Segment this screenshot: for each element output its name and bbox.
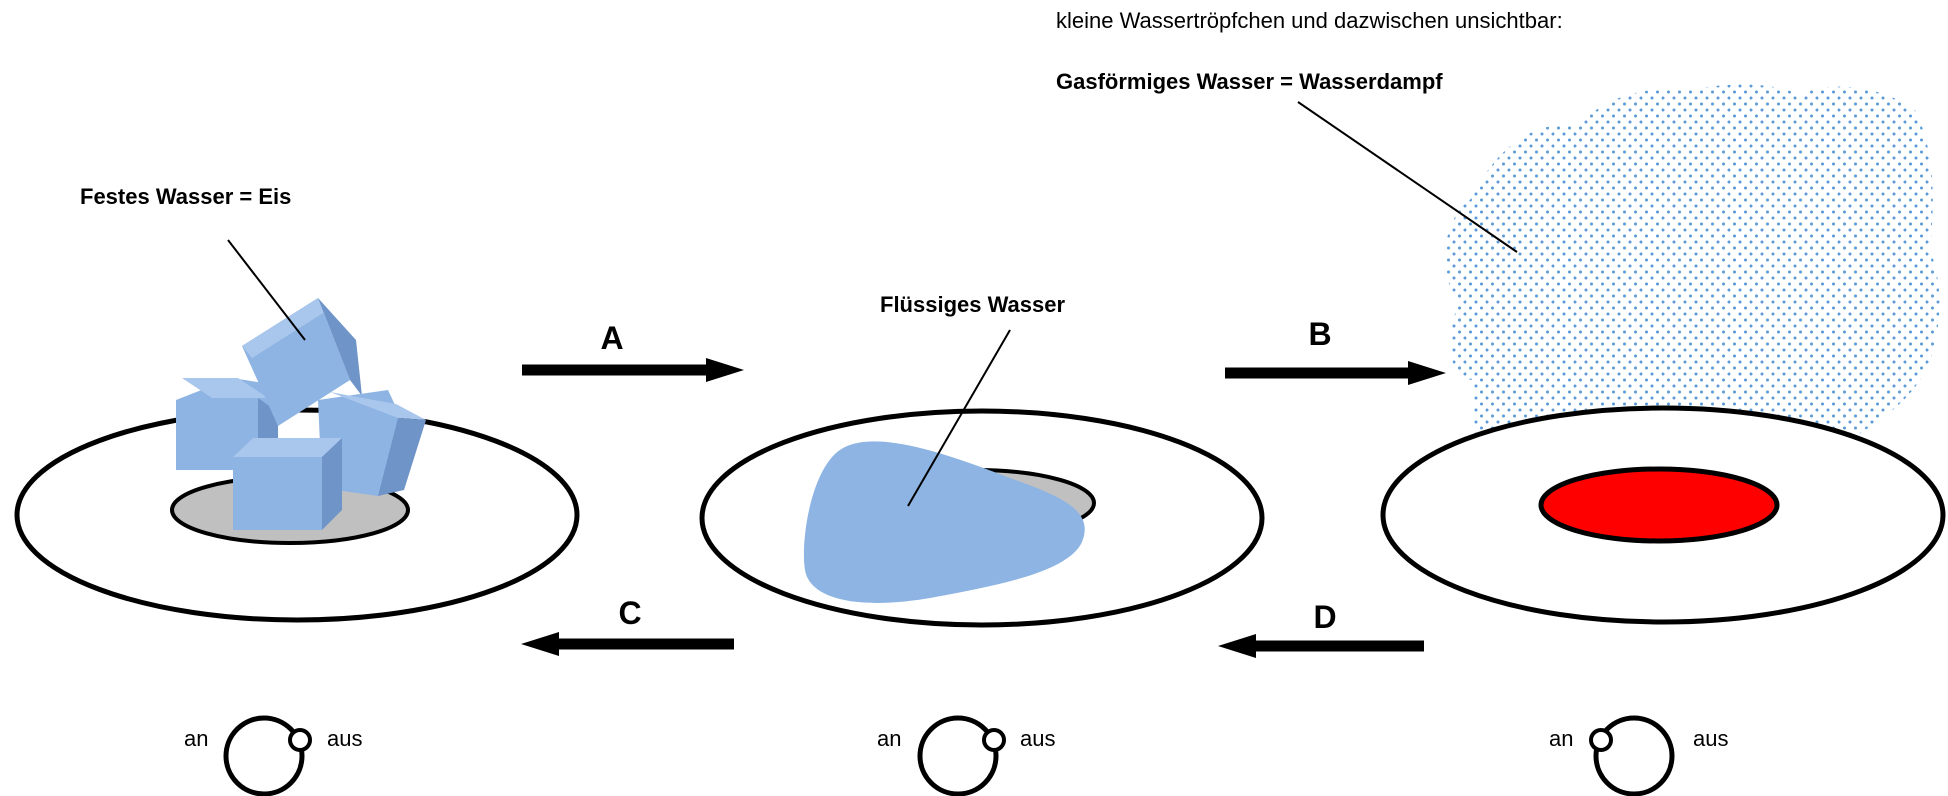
label-liquid: Flüssiges Wasser bbox=[880, 292, 1065, 317]
arrow-a: A bbox=[522, 320, 744, 382]
stove-3-plate-hot bbox=[1538, 466, 1780, 544]
leader-solid bbox=[227, 239, 306, 341]
arrow-b-label: B bbox=[1308, 316, 1331, 352]
label-solid: Festes Wasser = Eis bbox=[80, 184, 291, 209]
arrow-b: B bbox=[1225, 316, 1446, 385]
knob-3[interactable] bbox=[1593, 715, 1675, 796]
arrow-c: C bbox=[521, 595, 734, 656]
stove-3 bbox=[1380, 405, 1946, 625]
leader-gas bbox=[1297, 101, 1518, 253]
stove-1-switch[interactable]: an aus bbox=[184, 715, 362, 796]
switch-1-off-label: aus bbox=[327, 726, 362, 751]
knob-1-indicator bbox=[288, 728, 312, 752]
leader-liquid bbox=[907, 329, 1011, 507]
arrow-c-label: C bbox=[618, 595, 641, 631]
knob-2-indicator bbox=[982, 728, 1006, 752]
switch-1-on-label: an bbox=[184, 726, 208, 751]
ice-cubes bbox=[176, 298, 426, 530]
knob-2[interactable] bbox=[917, 715, 999, 796]
arrow-d-label: D bbox=[1313, 599, 1336, 635]
switch-3-off-label: aus bbox=[1693, 726, 1728, 751]
arrow-d: D bbox=[1218, 599, 1424, 658]
knob-1[interactable] bbox=[223, 715, 305, 796]
arrow-a-label: A bbox=[600, 320, 623, 356]
label-vapor-note: kleine Wassertröpfchen und dazwischen un… bbox=[1056, 8, 1563, 33]
switch-3-on-label: an bbox=[1549, 726, 1573, 751]
switch-2-on-label: an bbox=[877, 726, 901, 751]
steam-cloud bbox=[1444, 84, 1940, 477]
knob-3-indicator bbox=[1589, 728, 1613, 752]
stove-3-switch[interactable]: an aus bbox=[1549, 715, 1728, 796]
switch-2-off-label: aus bbox=[1020, 726, 1055, 751]
label-gas: Gasförmiges Wasser = Wasserdampf bbox=[1056, 69, 1443, 94]
water-puddle bbox=[803, 441, 1085, 603]
stove-2-switch[interactable]: an aus bbox=[877, 715, 1055, 796]
